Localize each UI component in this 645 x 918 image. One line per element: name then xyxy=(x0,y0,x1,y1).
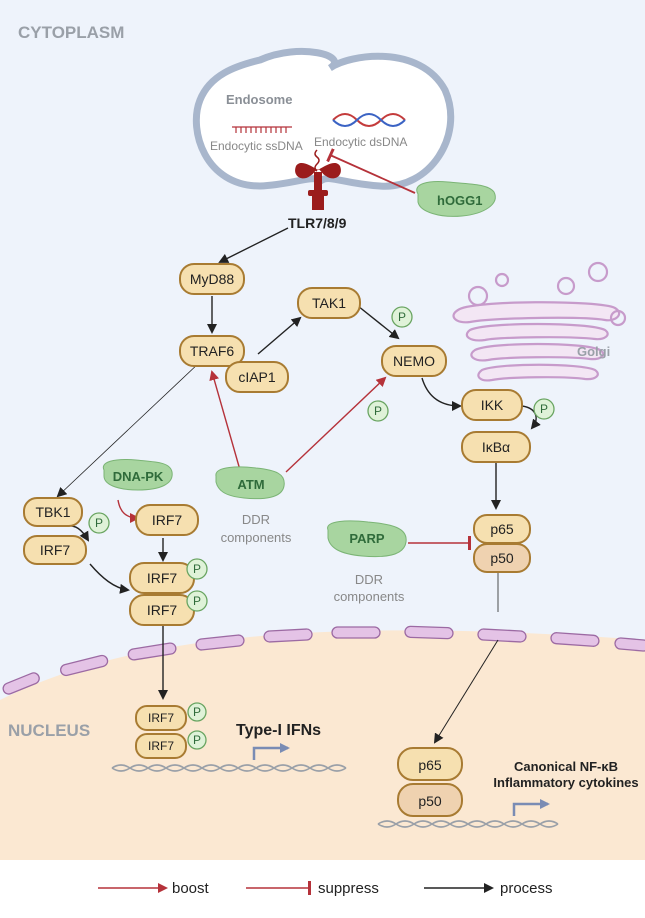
node-nemo: NEMO xyxy=(381,345,447,377)
legend: boost suppress process xyxy=(98,880,553,897)
nuclear-membrane xyxy=(2,625,645,695)
cytoplasm-label: CYTOPLASM xyxy=(18,23,124,42)
ssdna-label: Endocytic ssDNA xyxy=(210,139,303,153)
phospho-irf7-e: P xyxy=(187,702,207,722)
node-p50-b: p50 xyxy=(397,783,463,817)
node-p50-a: p50 xyxy=(473,543,531,573)
svg-text:p50: p50 xyxy=(490,550,514,566)
svg-text:PARP: PARP xyxy=(349,531,384,546)
svg-text:TBK1: TBK1 xyxy=(35,504,70,520)
nucleus-label: NUCLEUS xyxy=(8,721,90,740)
node-ikba: IκBα xyxy=(461,431,531,463)
svg-text:p65: p65 xyxy=(418,757,442,773)
transcription-arrow-type1 xyxy=(252,743,290,760)
ddr-label-1-line1: DDR xyxy=(242,512,270,527)
svg-text:P: P xyxy=(374,404,382,418)
legend-suppress-label: suppress xyxy=(318,880,379,897)
atm-blob: ATM xyxy=(215,466,285,500)
dsdna-label: Endocytic dsDNA xyxy=(314,135,407,149)
svg-text:cIAP1: cIAP1 xyxy=(238,369,276,385)
svg-text:ATM: ATM xyxy=(237,477,264,492)
node-myd88: MyD88 xyxy=(179,263,245,295)
golgi-label: Golgi xyxy=(577,344,610,359)
svg-text:IRF7: IRF7 xyxy=(147,602,178,618)
svg-text:IRF7: IRF7 xyxy=(147,570,178,586)
node-tak1: TAK1 xyxy=(297,287,361,319)
ddr-label-2-line2: components xyxy=(334,589,405,604)
ddr-label-1-line2: components xyxy=(221,530,292,545)
process-arrows xyxy=(56,227,541,744)
node-irf7-f: IRF7 xyxy=(135,733,187,759)
dna-helix-left xyxy=(111,764,347,772)
parp-blob: PARP xyxy=(327,520,407,558)
phospho-irf7-c: P xyxy=(186,558,208,580)
legend-boost-label: boost xyxy=(172,880,210,897)
node-irf7-d: IRF7 xyxy=(129,594,195,626)
node-traf6: TRAF6 xyxy=(179,335,245,367)
ssdna-icon xyxy=(232,126,292,133)
legend-background xyxy=(0,860,645,918)
svg-text:NEMO: NEMO xyxy=(393,353,435,369)
nfkb-label-line1: Canonical NF-κB xyxy=(514,759,618,774)
svg-text:P: P xyxy=(193,562,201,576)
node-ikk: IKK xyxy=(461,389,523,421)
nucleus-region xyxy=(0,630,645,918)
svg-text:P: P xyxy=(540,402,548,416)
svg-text:DNA-PK: DNA-PK xyxy=(113,469,164,484)
dna-helix-right xyxy=(377,820,559,828)
svg-text:P: P xyxy=(193,594,201,608)
type1-ifn-label: Type-I IFNs xyxy=(236,722,321,739)
svg-text:IKK: IKK xyxy=(481,397,504,413)
svg-text:P: P xyxy=(398,310,406,324)
svg-text:IRF7: IRF7 xyxy=(152,512,183,528)
legend-process-label: process xyxy=(500,880,553,897)
svg-text:P: P xyxy=(193,705,201,719)
nfkb-label-line2: Inflammatory cytokines xyxy=(493,775,638,790)
svg-text:P: P xyxy=(95,516,103,530)
svg-text:MyD88: MyD88 xyxy=(190,271,235,287)
ddr-label-2-line1: DDR xyxy=(355,572,383,587)
endosome: Endosome Endocytic ssDNA Endocytic dsDNA xyxy=(192,47,455,190)
tlr-receptor-icon xyxy=(295,149,341,210)
svg-text:IRF7: IRF7 xyxy=(148,739,174,753)
svg-text:IκBα: IκBα xyxy=(482,439,510,455)
phospho-nemo: P xyxy=(367,400,389,422)
phospho-tak1: P xyxy=(391,306,413,328)
svg-text:p50: p50 xyxy=(418,793,442,809)
svg-text:IRF7: IRF7 xyxy=(40,542,71,558)
node-irf7-e: IRF7 xyxy=(135,705,187,731)
node-p65-a: p65 xyxy=(473,514,531,544)
node-tbk1: TBK1 xyxy=(23,497,83,527)
svg-text:TAK1: TAK1 xyxy=(312,295,346,311)
hogg1-label: hOGG1 xyxy=(437,193,483,208)
node-irf7-b: IRF7 xyxy=(135,504,199,536)
phospho-irf7-f: P xyxy=(187,730,207,750)
phospho-tbk1: P xyxy=(88,512,110,534)
svg-text:TRAF6: TRAF6 xyxy=(190,343,235,359)
svg-text:P: P xyxy=(193,733,201,747)
tlr-label: TLR7/8/9 xyxy=(288,215,347,231)
node-irf7-c: IRF7 xyxy=(129,562,195,594)
svg-text:p65: p65 xyxy=(490,521,514,537)
dsdna-icon xyxy=(332,113,406,127)
node-p65-b: p65 xyxy=(397,747,463,781)
svg-text:IRF7: IRF7 xyxy=(148,711,174,725)
dnapk-blob: DNA-PK xyxy=(102,459,173,491)
node-ciap1: cIAP1 xyxy=(225,361,289,393)
transcription-arrow-nfkb xyxy=(512,799,550,816)
golgi-icon xyxy=(452,261,627,382)
phospho-ikk: P xyxy=(533,398,555,420)
phospho-irf7-d: P xyxy=(186,590,208,612)
hogg1-blob xyxy=(416,181,496,217)
hogg1-suppress-arrow xyxy=(326,148,416,194)
endosome-title: Endosome xyxy=(226,92,292,107)
node-irf7-a: IRF7 xyxy=(23,535,87,565)
